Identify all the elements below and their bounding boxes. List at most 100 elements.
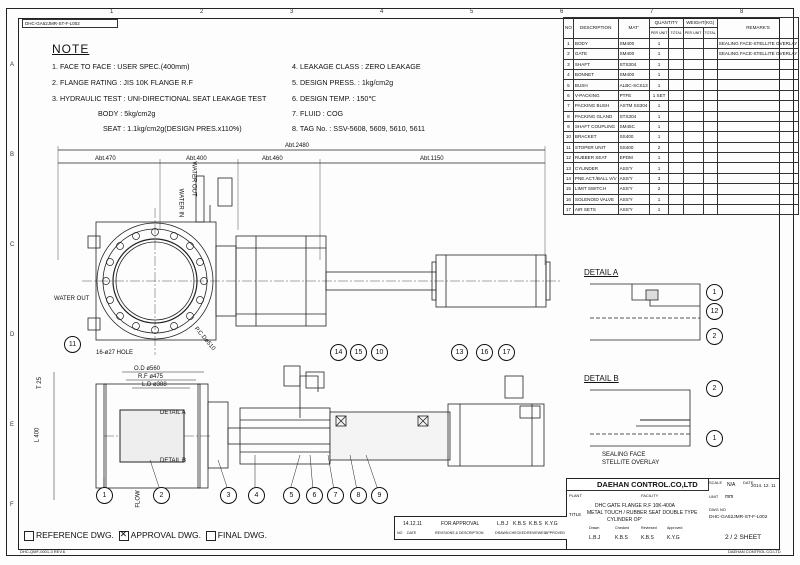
reference-label: REFERENCE DWG. xyxy=(36,530,114,540)
sheet-number: 2 / 2 SHEET xyxy=(725,534,762,541)
callout-detail-a-1: 1 xyxy=(706,284,723,301)
zone-top-7: 7 xyxy=(650,9,654,15)
dim-od: O.D ø560 xyxy=(134,366,161,372)
revision-checked: K.B.S xyxy=(513,521,526,527)
inner-frame xyxy=(18,18,780,550)
zone-top-2: 2 xyxy=(200,9,204,15)
zone-top-1: 1 xyxy=(110,9,114,15)
zone-top-5: 5 xyxy=(470,9,474,15)
callout-1: 1 xyxy=(96,487,113,504)
callout-2: 2 xyxy=(153,487,170,504)
callout-5: 5 xyxy=(283,487,300,504)
dim-holes: 16-ø27 HOLE xyxy=(96,350,134,356)
bracket-section xyxy=(329,411,451,461)
note-2: 2. FLANGE RATING : JIS 10K FLANGE R.F xyxy=(52,78,193,87)
title-line-3: CYLINDER OP' xyxy=(607,517,642,523)
sign-head-checked: Checked xyxy=(615,526,630,530)
rev-head-date: DATE xyxy=(407,531,417,535)
outer-frame xyxy=(6,8,794,556)
sign-reviewed: K.B.S xyxy=(641,535,654,541)
zone-side-a: A xyxy=(10,62,15,68)
scale-label: SCALE xyxy=(709,480,723,485)
callout-15: 15 xyxy=(350,344,367,361)
callout-detail-b-2: 2 xyxy=(706,380,723,397)
dim-rf: R.F ø475 xyxy=(138,374,164,380)
callout-8: 8 xyxy=(350,487,367,504)
title-line-1: DHC GATE FLANGE R.F 10K-400A xyxy=(595,503,675,509)
date-label: DATE xyxy=(743,480,754,485)
note-3-body: BODY : 5kg/cm2g xyxy=(98,109,156,118)
approval-checkbox: ✕ xyxy=(118,528,129,541)
zone-top-8: 8 xyxy=(740,9,744,15)
revision-description: FOR APPROVAL xyxy=(441,521,480,527)
notes-title: NOTE xyxy=(52,42,90,56)
dwg-no-label: DWG NO xyxy=(709,507,726,512)
callout-17: 17 xyxy=(498,344,515,361)
label-water-out-left: WATER OUT xyxy=(54,296,90,302)
note-7: 7. FLUID : COG xyxy=(292,109,344,118)
top-code-box: DHC-GA52JMR-ST-F-L002 xyxy=(22,19,118,28)
sign-checked: K.B.S xyxy=(615,535,628,541)
parts-cell: ASS'Y xyxy=(617,204,650,216)
label-flow: FLOW xyxy=(135,490,142,508)
note-1: 1. FACE TO FACE : USER SPEC.(400mm) xyxy=(52,62,190,71)
rev-head-checked: CHECKED xyxy=(509,531,527,535)
dim-ld: L.D ø388 xyxy=(142,382,167,388)
unit-label: UNIT xyxy=(709,494,719,499)
dim-400: Abt.400 xyxy=(186,156,207,162)
cylinder-section xyxy=(447,403,545,467)
rev-head-drawn: DRAWN xyxy=(495,531,509,535)
callout-6: 6 xyxy=(306,487,323,504)
sign-approved: K.Y.G xyxy=(667,535,680,541)
rev-head-no: NO xyxy=(397,531,403,535)
revision-date: 14.12.11 xyxy=(403,521,423,527)
revision-reviewed: K.B.S xyxy=(529,521,542,527)
callout-7: 7 xyxy=(327,487,344,504)
plant-label: PLANT xyxy=(569,493,582,498)
dim-thickness: T 25 xyxy=(36,377,43,389)
company-name: DAEHAN CONTROL.CO,LTD xyxy=(567,479,709,491)
sign-head-reviewed: Reviewed xyxy=(641,526,657,530)
date-value: 2014. 12. 11 xyxy=(751,483,776,488)
zone-side-f: F xyxy=(10,502,14,508)
detail-a-outline xyxy=(590,283,701,341)
callout-10: 10 xyxy=(371,344,388,361)
revision-block: 14.12.11 FOR APPROVAL L.B.J K.B.S K.B.S … xyxy=(394,516,567,540)
zone-top-4: 4 xyxy=(380,9,384,15)
detail-a-title: DETAIL A xyxy=(584,268,619,277)
unit-value: mm xyxy=(725,494,734,500)
dim-length: L 400 xyxy=(34,427,41,443)
scale-value: N/A xyxy=(727,482,736,488)
callout-11: 11 xyxy=(64,336,81,353)
callout-3: 3 xyxy=(220,487,237,504)
label-sealing-face: SEALING FACE xyxy=(602,452,646,458)
label-water-in-top: WATER IN xyxy=(177,188,184,218)
note-6: 6. DESIGN TEMP. : 150℃ xyxy=(292,94,377,103)
parts-table: NO DESCRIPTION MAT' QUANTITY WEIGHT(KG) … xyxy=(563,16,800,216)
callout-detail-a-2: 2 xyxy=(706,328,723,345)
label-detail-a-small: DETAIL A xyxy=(160,410,186,416)
zone-side-d: D xyxy=(10,332,15,338)
dwg-status-legend: REFERENCE DWG. ✕APPROVAL DWG. FINAL DWG. xyxy=(24,528,267,541)
detail-b-title: DETAIL B xyxy=(584,374,619,383)
reference-checkbox xyxy=(24,530,34,541)
callout-14: 14 xyxy=(330,344,347,361)
callout-detail-b-1: 1 xyxy=(706,430,723,447)
rev-head-reviewed: REVIEWED xyxy=(527,531,547,535)
callout-13: 13 xyxy=(451,344,468,361)
label-detail-b-small: DETAIL B xyxy=(160,458,187,464)
callout-9: 9 xyxy=(371,487,388,504)
title-line-2: METAL TOUCH / RUBBER SEAT DOUBLE TYPE xyxy=(587,510,698,516)
callout-detail-a-12: 12 xyxy=(706,303,723,320)
top-code: DHC-GA52JMR-ST-F-L002 xyxy=(25,21,80,26)
note-3-seat: SEAT : 1.1kg/cm2g(DESIGN PRES.x110%) xyxy=(103,124,242,133)
label-stellite: STELLITE OVERLAY xyxy=(602,460,660,466)
approval-label: APPROVAL DWG. xyxy=(130,530,202,540)
